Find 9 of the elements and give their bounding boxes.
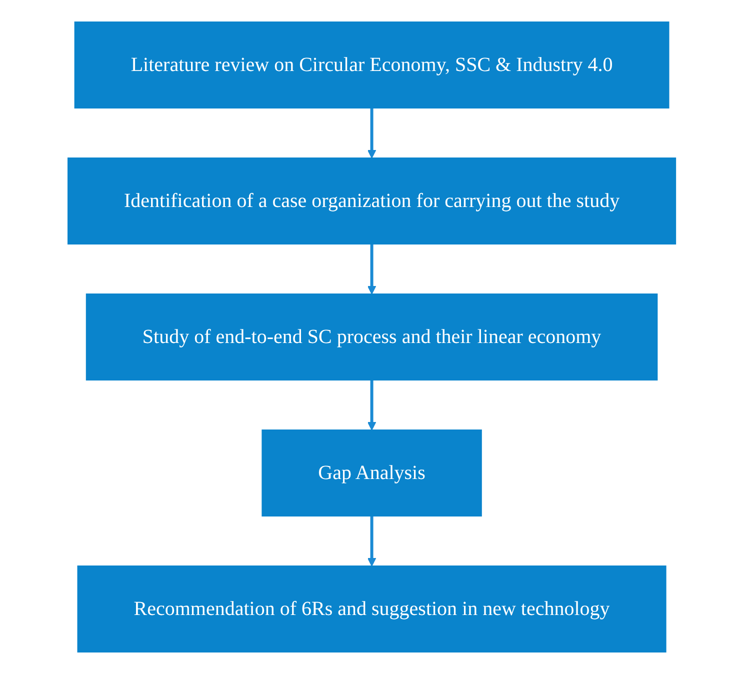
node-box: Study of end-to-end SC process and their linear economy (86, 294, 658, 380)
arrow (367, 244, 376, 294)
node-box: Literature review on Circular Economy, SSC & Industry 4.0 (74, 22, 669, 108)
node-box: Identification of a case organization for carrying out the study (67, 158, 676, 244)
arrow (367, 516, 376, 566)
node-box: Gap Analysis (261, 430, 482, 516)
node-box: Recommendation of 6Rs and suggestion in new technology (76, 566, 666, 652)
arrow (367, 380, 376, 430)
arrow (367, 108, 376, 158)
